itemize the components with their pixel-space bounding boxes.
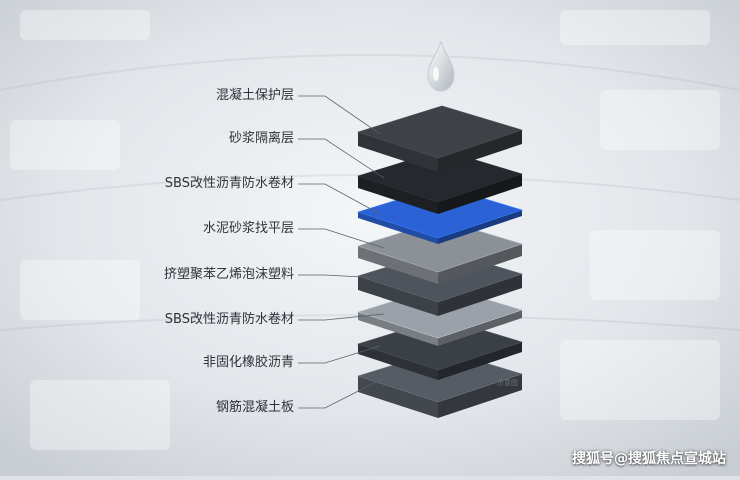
watermark: 搜狐号@搜狐焦点宣城站 bbox=[572, 451, 726, 467]
leader-line bbox=[298, 183, 381, 215]
leader-line bbox=[298, 377, 385, 409]
leader-line bbox=[298, 138, 385, 179]
layer-label: SBS改性沥青防水卷材 bbox=[164, 176, 294, 191]
layer-label: 水泥砂浆找平层 bbox=[202, 221, 294, 236]
layer-slab bbox=[357, 149, 523, 214]
layer-slab bbox=[357, 105, 523, 172]
layer-label: 砂浆隔离层 bbox=[228, 131, 294, 146]
diagram-note: 示意图 bbox=[497, 379, 518, 387]
leader-line bbox=[298, 345, 381, 364]
layer-label: 钢筋混凝土板 bbox=[215, 400, 294, 415]
layer-label: 挤塑聚苯乙烯泡沫塑料 bbox=[163, 267, 294, 282]
layer-label: 混凝土保护层 bbox=[215, 88, 294, 103]
leader-line bbox=[298, 95, 381, 135]
leader-line bbox=[298, 313, 385, 321]
layer-slab bbox=[357, 219, 523, 284]
leader-line bbox=[298, 228, 385, 249]
leader-line bbox=[298, 274, 381, 279]
layer-label: 非固化橡胶沥青 bbox=[202, 355, 294, 370]
layer-label: SBS改性沥青防水卷材 bbox=[164, 312, 294, 327]
